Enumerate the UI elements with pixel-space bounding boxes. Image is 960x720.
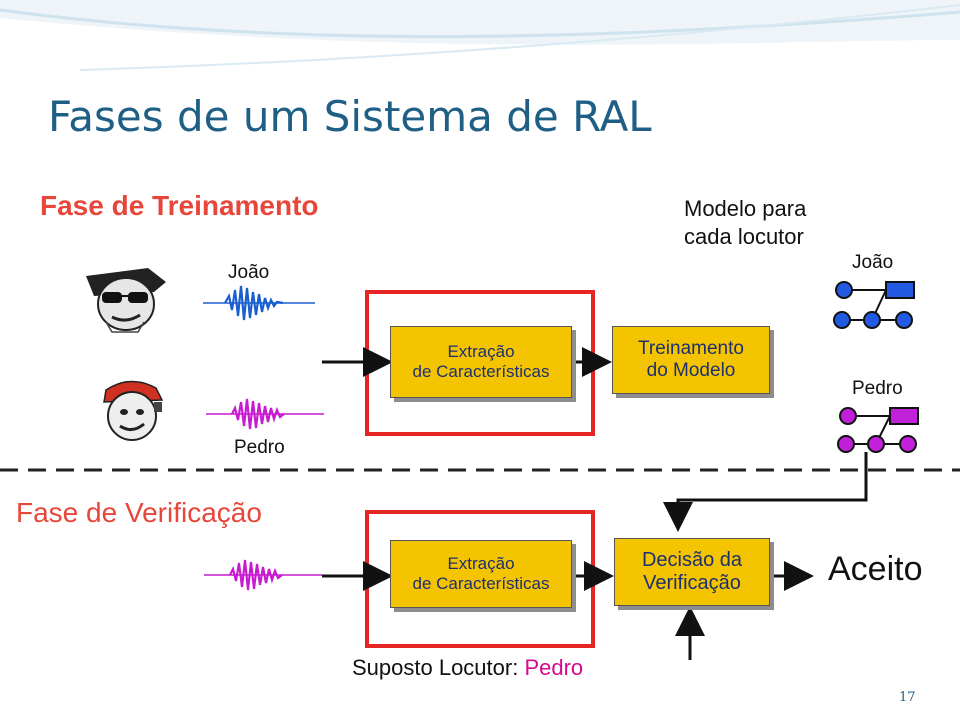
background-swoosh [0,0,960,71]
training-extraction-line-2: de Características [412,362,550,381]
result-label: Aceito [828,550,923,588]
models-heading: Modelo para cada locutor [684,195,806,250]
phase-separator [0,468,960,472]
training-phase-heading: Fase de Treinamento [40,190,319,221]
speaker-joao-label: João [228,262,270,283]
model-training-line-1: Treinamento [638,338,744,360]
page-number: 17 [899,690,916,705]
model-training-box: Treinamento do Modelo [612,326,770,394]
verification-extraction-line-2: de Características [412,574,550,593]
pedro-face-icon [103,380,164,441]
claimed-speaker: Suposto Locutor: Pedro [352,655,583,681]
training-extraction-box: Extração de Características [390,326,572,398]
verification-extraction-line-1: Extração [447,554,515,574]
model-pedro-label: Pedro [852,378,903,399]
waveform-pedro-icon [206,398,324,430]
model-joao-icon [833,281,915,329]
models-heading-line-2: cada locutor [684,223,804,249]
model-joao-label: João [852,252,894,273]
verification-decision-box: Decisão da Verificação [614,538,770,606]
verification-extraction-box: Extração de Características [390,540,572,608]
claimed-speaker-name: Pedro [524,655,584,680]
waveform-joao-icon [203,285,315,321]
slide-title: Fases de um Sistema de RAL [48,92,652,141]
speaker-pedro-label: Pedro [234,437,285,458]
training-extraction-line-1: Extração [447,342,515,362]
waveform-test-icon [204,559,322,591]
model-pedro-icon [837,407,919,453]
models-heading-line-1: Modelo para [684,196,807,221]
verification-phase-heading: Fase de Verificação [16,497,262,528]
decision-line-1: Decisão da [641,549,743,571]
claimed-speaker-prefix: Suposto Locutor: [352,655,525,680]
decision-line-2: Verificação [643,572,741,594]
joao-face-icon [86,268,166,333]
model-training-line-2: do Modelo [646,360,736,381]
